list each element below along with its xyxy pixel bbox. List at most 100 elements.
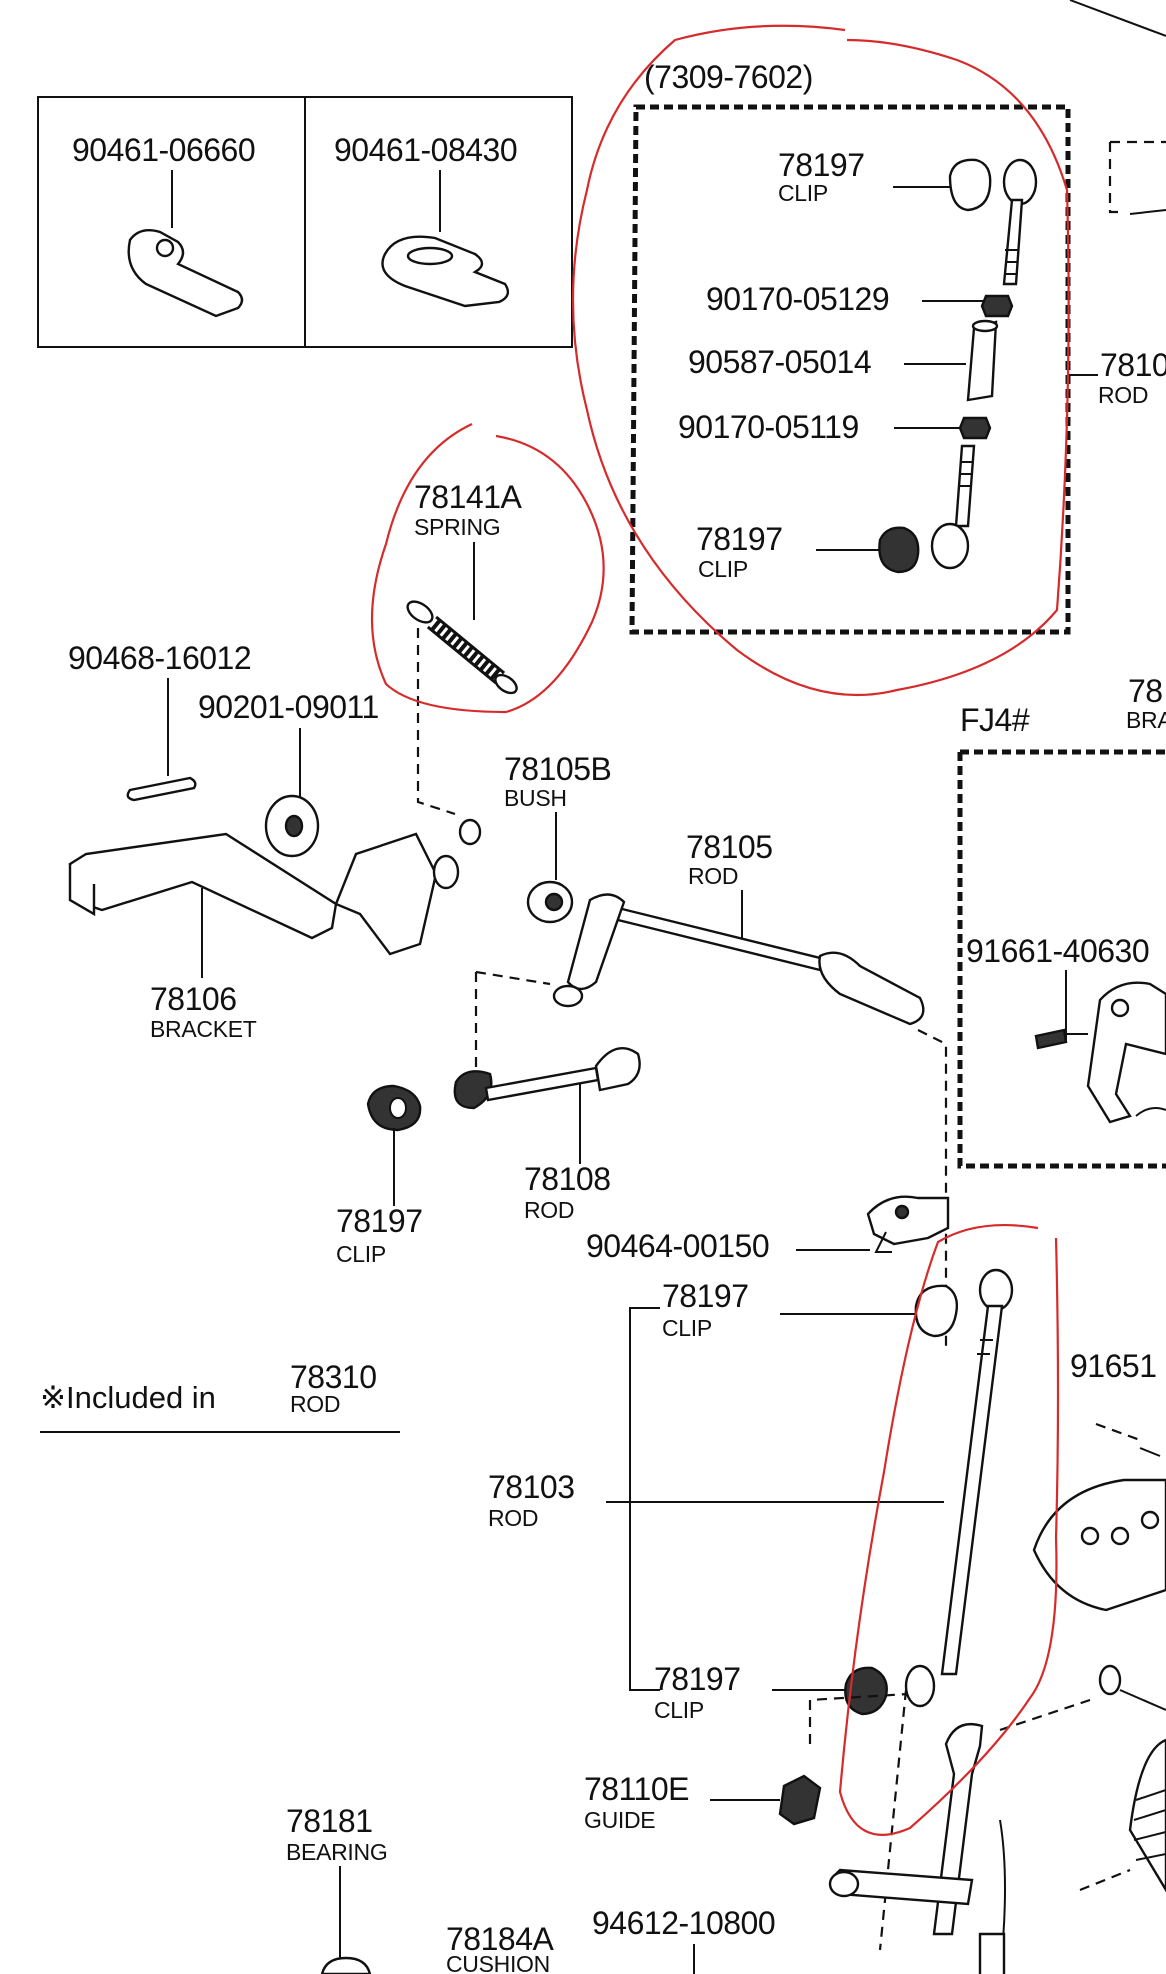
washer-group: 90201-09011 — [198, 689, 379, 858]
clip-top-part — [948, 158, 992, 212]
bolt-right-part — [1034, 1028, 1088, 1050]
clip-bottom-number: 78197 — [696, 521, 782, 557]
annotation-loop-spring — [370, 423, 605, 714]
bracket-group: 78106 BRACKET — [68, 818, 482, 1042]
spring-part — [406, 600, 518, 695]
rod-78103-name: ROD — [488, 1505, 538, 1531]
lever-group — [828, 1664, 1166, 1974]
bearing-part — [320, 1956, 372, 1974]
pin-group: 90468-16012 — [68, 640, 252, 802]
washer-part — [264, 794, 320, 858]
rod-end-bottom — [930, 444, 976, 570]
clip-left-part — [366, 1084, 422, 1132]
fj4-label: FJ4# — [960, 702, 1030, 738]
footnote-text: ※Included in — [40, 1380, 216, 1415]
sleeve-part — [966, 319, 999, 402]
bottom-part-group: 94612-10800 — [592, 1905, 776, 1974]
rod-78108-number: 78108 — [524, 1161, 610, 1197]
rod-end-top — [1002, 158, 1038, 286]
bracket-number: 78106 — [150, 981, 236, 1017]
clip-top-name: CLIP — [778, 180, 828, 206]
washer-number: 90201-09011 — [198, 689, 379, 725]
cushion-group: 78184A CUSHION — [446, 1921, 555, 1974]
clip-top-number: 78197 — [778, 147, 864, 183]
bearing-number: 78181 — [286, 1803, 372, 1839]
bottom-part-number: 94612-10800 — [592, 1905, 775, 1941]
clamp-part-left — [127, 229, 244, 318]
inset-right-part-number: 90461-08430 — [334, 132, 517, 168]
clip-low-number: 78197 — [654, 1661, 740, 1697]
pin-number: 90468-16012 — [68, 640, 251, 676]
nut-a-part — [980, 294, 1014, 318]
rod-78108-group: 78108 ROD — [453, 1046, 641, 1223]
spring-group: 78141A SPRING — [406, 479, 523, 816]
rod-78105-part — [552, 893, 925, 1026]
rod-right-number: 7810 — [1100, 347, 1166, 383]
boot-part — [1079, 1738, 1166, 1893]
annotation-marks — [370, 24, 1070, 1836]
bearing-name: BEARING — [286, 1839, 387, 1865]
bush-part — [526, 880, 574, 924]
cushion-number: 78184A — [446, 1921, 554, 1957]
guide-name: GUIDE — [584, 1807, 655, 1833]
footnote-ref-name: ROD — [290, 1391, 340, 1417]
clamp-group: 90464-00150 — [586, 1195, 950, 1264]
footnote-ref-number: 78310 — [290, 1359, 376, 1395]
nut-b-number: 90170-05119 — [678, 409, 859, 445]
right-top-number: 78 — [1128, 673, 1163, 709]
rod-78105-name: ROD — [688, 863, 738, 889]
spring-name: SPRING — [414, 514, 500, 540]
clip-mid-name: CLIP — [662, 1315, 712, 1341]
bush-name: BUSH — [504, 785, 567, 811]
bracket-part — [68, 818, 482, 956]
spring-number: 78141A — [414, 479, 522, 515]
rod-78108-name: ROD — [524, 1197, 574, 1223]
rod-78105-group: 78105 ROD — [474, 829, 948, 1350]
inset-left-part-number: 90461-06660 — [72, 132, 255, 168]
lever-part — [828, 1722, 1006, 1974]
clip-bottom-part — [878, 526, 920, 574]
rod-78103-group: 78197 CLIP 78103 ROD 78197 CLIP — [488, 1268, 1014, 1723]
clamp-part — [866, 1195, 950, 1253]
assembly-number: (7309-7602) — [644, 59, 813, 95]
annotation-loop-assembly — [571, 24, 1070, 696]
rod-78103-number: 78103 — [488, 1469, 574, 1505]
annotation-loop-rod — [838, 1223, 1060, 1836]
rod-right-name: ROD — [1098, 382, 1148, 408]
pedal-plate-part — [1032, 1478, 1166, 1612]
guide-group: 78110E GUIDE — [584, 1689, 909, 1951]
sleeve-number: 90587-05014 — [688, 344, 871, 380]
bearing-group: 78181 BEARING — [286, 1803, 388, 1974]
rod-78108-part — [453, 1046, 641, 1110]
guide-part — [778, 1774, 822, 1826]
bush-number: 78105B — [504, 751, 611, 787]
partial-part-top-right — [1069, 0, 1166, 215]
bolt-right2-number: 91651 — [1070, 1348, 1156, 1384]
cushion-name: CUSHION — [446, 1951, 550, 1974]
clip-left-group: 78197 CLIP — [336, 1084, 423, 1267]
rod-78103-part — [904, 1268, 1014, 1708]
clip-left-name: CLIP — [336, 1241, 386, 1267]
pin-part — [126, 776, 197, 802]
nut-a-number: 90170-05129 — [706, 281, 889, 317]
bush-group: 78105B BUSH — [504, 751, 612, 924]
footnote: ※Included in 78310 ROD — [40, 1359, 400, 1433]
assembly-group: (7309-7602) 7810 ROD 78197 CLIP 90170-05… — [629, 59, 1166, 635]
bolt-lever-part — [1098, 1664, 1166, 1711]
nut-b-part — [958, 416, 992, 440]
clip-mid-number: 78197 — [662, 1278, 748, 1314]
rod-78105-number: 78105 — [686, 829, 772, 865]
clip-mid-part — [914, 1284, 959, 1338]
clip-left-number: 78197 — [336, 1203, 422, 1239]
clip-low-name: CLIP — [654, 1697, 704, 1723]
clip-bottom-name: CLIP — [698, 556, 748, 582]
clamp-number: 90464-00150 — [586, 1228, 769, 1264]
clamp-part-right — [381, 235, 510, 308]
bolt-right-number: 91661-40630 — [966, 933, 1149, 969]
bracket-name: BRACKET — [150, 1016, 257, 1042]
fj4-region: FJ4# 78 BRA 91661-40630 — [957, 673, 1166, 1169]
right-top-name: BRA — [1126, 707, 1166, 733]
guide-number: 78110E — [584, 1771, 689, 1807]
bolt-right2-group: 91651 — [1032, 1348, 1166, 1612]
